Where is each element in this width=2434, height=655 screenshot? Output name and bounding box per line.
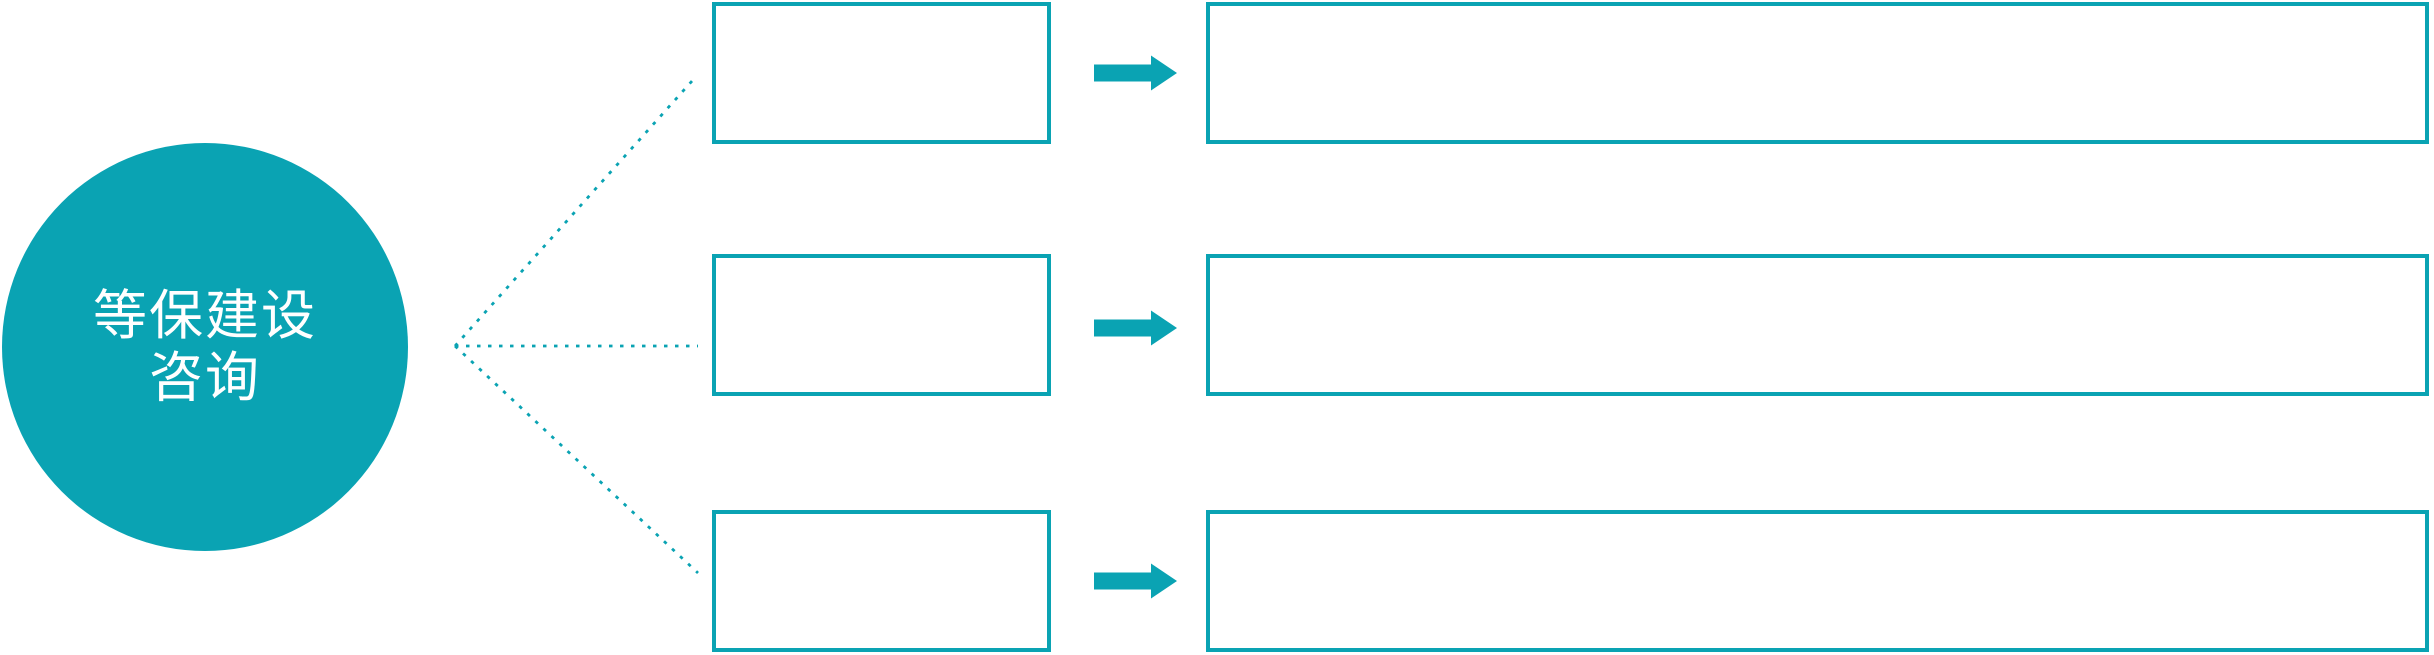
step-box-1 <box>712 2 1051 144</box>
step-box-2 <box>712 254 1051 396</box>
connector-line-top <box>453 80 694 347</box>
detail-box-1 <box>1206 2 2429 144</box>
hub-label-line2: 咨询 <box>149 346 261 409</box>
right-arrow-icon <box>1094 563 1177 599</box>
detail-box-2 <box>1206 254 2429 396</box>
step-box-3 <box>712 510 1051 652</box>
right-arrow-icon <box>1094 55 1177 91</box>
connector-line-bottom <box>454 344 699 575</box>
detail-box-3 <box>1206 510 2429 652</box>
hub-label-line1: 等保建设 <box>93 284 317 347</box>
hub-circle: 等保建设 咨询 <box>2 143 408 551</box>
right-arrow-icon <box>1094 310 1177 346</box>
hub-label: 等保建设 咨询 <box>93 285 317 409</box>
